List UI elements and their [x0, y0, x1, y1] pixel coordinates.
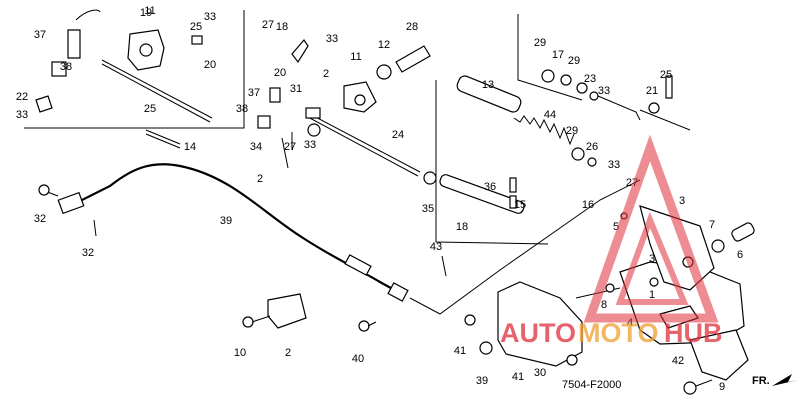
callout-label: 42 — [672, 355, 684, 367]
front-direction-label: FR. — [752, 375, 770, 387]
washer-assembly-right — [541, 69, 673, 121]
callout-label: 11 — [350, 51, 361, 63]
callout-label: 35 — [422, 203, 434, 215]
callout-label: 41 — [512, 371, 524, 383]
callout-label: 11 — [144, 5, 155, 17]
callout-label: 2 — [257, 173, 263, 185]
callout-label: 1 — [649, 289, 655, 301]
callout-label: 24 — [392, 129, 404, 141]
control-bracket — [497, 205, 755, 381]
callout-label: 33 — [16, 109, 28, 121]
callout-label: 16 — [582, 199, 594, 211]
callout-label: 3 — [649, 253, 655, 265]
callout-label: 38 — [236, 103, 248, 115]
callout-label: 39 — [220, 215, 232, 227]
callout-label: 27 — [284, 141, 296, 153]
callout-label: 36 — [484, 181, 496, 193]
callout-label: 34 — [250, 141, 262, 153]
callout-label: 38 — [60, 61, 72, 73]
callout-label: 17 — [552, 49, 564, 61]
diagram-code: 7504-F2000 — [562, 379, 621, 391]
callout-label: 18 — [456, 221, 468, 233]
callout-label: 28 — [406, 21, 418, 33]
callout-label: 29 — [534, 37, 546, 49]
callout-label: 37 — [248, 87, 260, 99]
callout-label: 33 — [608, 159, 620, 171]
callout-label: 29 — [566, 125, 578, 137]
watermark-text: AUTO MOTO HUB — [500, 318, 723, 348]
lever-assembly-topleft — [35, 9, 213, 123]
callout-label: 9 — [719, 381, 725, 393]
callout-label: 40 — [352, 353, 364, 365]
callout-label: 37 — [34, 29, 46, 41]
callout-label: 44 — [544, 109, 556, 121]
callout-label: 25 — [190, 21, 202, 33]
arrow-icon — [772, 374, 798, 386]
callout-label: 22 — [16, 91, 28, 103]
callout-label: 18 — [276, 21, 288, 33]
callout-label: 25 — [660, 69, 672, 81]
callout-label: 19 — [140, 7, 152, 19]
callout-label: 2 — [285, 347, 291, 359]
callout-label: 33 — [304, 139, 316, 151]
callout-label: 20 — [274, 67, 286, 79]
callout-label: 5 — [613, 221, 619, 233]
front-direction-indicator: FR. — [752, 374, 798, 387]
callout-label: 25 — [144, 103, 156, 115]
callout-label: 33 — [204, 11, 216, 23]
callout-label: 31 — [290, 83, 302, 95]
callout-label: 32 — [34, 213, 46, 225]
watermark — [583, 134, 719, 323]
callout-label: 21 — [646, 85, 658, 97]
callout-label: 20 — [204, 59, 216, 71]
callout-label: 7 — [709, 219, 715, 231]
callout-label: 15 — [514, 199, 526, 211]
callout-label: 41 — [454, 345, 466, 357]
callout-label: 33 — [326, 33, 338, 45]
callout-label: 2 — [323, 68, 329, 80]
callout-label: 8 — [601, 299, 607, 311]
callout-label: 4 — [627, 317, 633, 329]
inset-frame-center — [435, 80, 549, 245]
callout-label: 29 — [568, 55, 580, 67]
spring-assembly — [439, 75, 597, 214]
callout-label: 6 — [737, 249, 743, 261]
inset-frame-left — [24, 10, 245, 129]
watermark-part1: AUTO — [500, 318, 576, 348]
fasteners — [38, 129, 713, 395]
callout-label: 32 — [82, 247, 94, 259]
callout-label: 39 — [476, 375, 488, 387]
watermark-part3: HUB — [664, 318, 723, 348]
callout-label: 23 — [584, 73, 596, 85]
callout-label: 43 — [430, 241, 442, 253]
callout-label: 12 — [378, 39, 390, 51]
callout-label: 33 — [598, 85, 610, 97]
callout-label: 3 — [679, 195, 685, 207]
callout-label: 13 — [482, 79, 494, 91]
lever-assembly-center — [257, 39, 437, 185]
callout-label: 14 — [184, 141, 196, 153]
watermark-part2: MOTO — [578, 318, 659, 348]
callout-label: 26 — [586, 141, 598, 153]
callout-label: 10 — [234, 347, 246, 359]
inset-frame-right — [517, 14, 691, 131]
callout-label: 30 — [534, 367, 546, 379]
callout-label: 27 — [262, 19, 274, 31]
throttle-cable — [41, 163, 641, 315]
